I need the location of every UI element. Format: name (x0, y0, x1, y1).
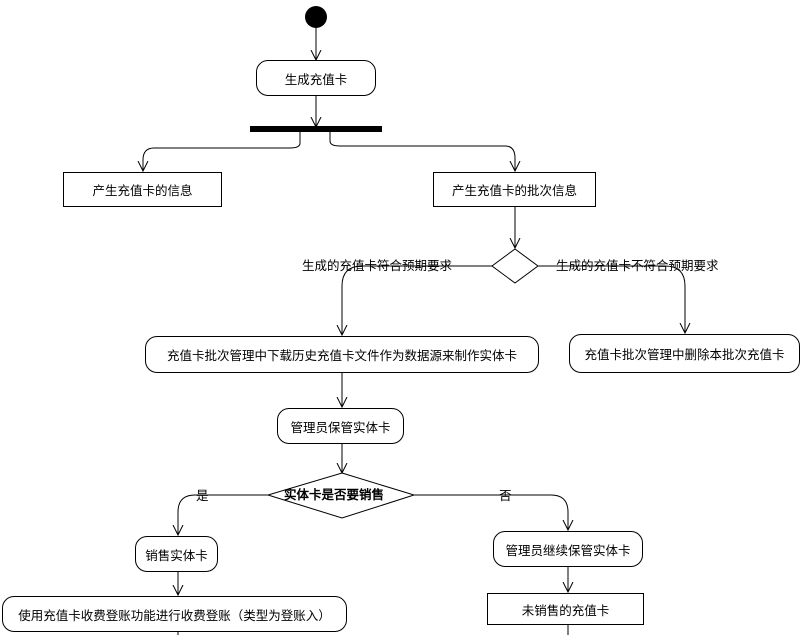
decision-sell-question: 实体卡是否要销售 (284, 487, 385, 502)
flow-fork-to-card-info (143, 132, 301, 171)
initial-node (305, 6, 327, 28)
guard-no: 否 (499, 488, 512, 503)
decision-diamond-1 (491, 248, 539, 284)
guard-not-meets: 生成的充值卡不符合预期要求 (556, 258, 719, 273)
guard-meets: 生成的充值卡符合预期要求 (302, 258, 453, 273)
node-card-info: 产生充值卡的信息 (63, 172, 222, 207)
node-unsold-card: 未销售的充值卡 (487, 593, 644, 625)
flow-decision-not-meets (538, 265, 685, 333)
flow-decision-meets (342, 265, 492, 335)
node-batch-info: 产生充值卡的批次信息 (433, 172, 596, 207)
fork-bar (250, 126, 382, 132)
guard-yes: 是 (196, 488, 209, 503)
flow-decision-no (414, 494, 568, 530)
node-delete-batch: 充值卡批次管理中删除本批次充值卡 (569, 334, 800, 373)
node-generate-card: 生成充值卡 (256, 60, 376, 96)
decision-diamond-2 (266, 472, 416, 519)
node-sell-card: 销售实体卡 (135, 536, 218, 572)
node-download-make: 充值卡批次管理中下载历史充值卡文件作为数据源来制作实体卡 (145, 336, 539, 373)
node-register-fee: 使用充值卡收费登账功能进行收费登账（类型为登账入） (2, 596, 347, 632)
node-admin-continue: 管理员继续保管实体卡 (493, 531, 643, 567)
flow-fork-to-batch-info (329, 132, 515, 171)
flow-decision-yes (178, 494, 268, 535)
node-admin-keep: 管理员保管实体卡 (277, 408, 404, 444)
